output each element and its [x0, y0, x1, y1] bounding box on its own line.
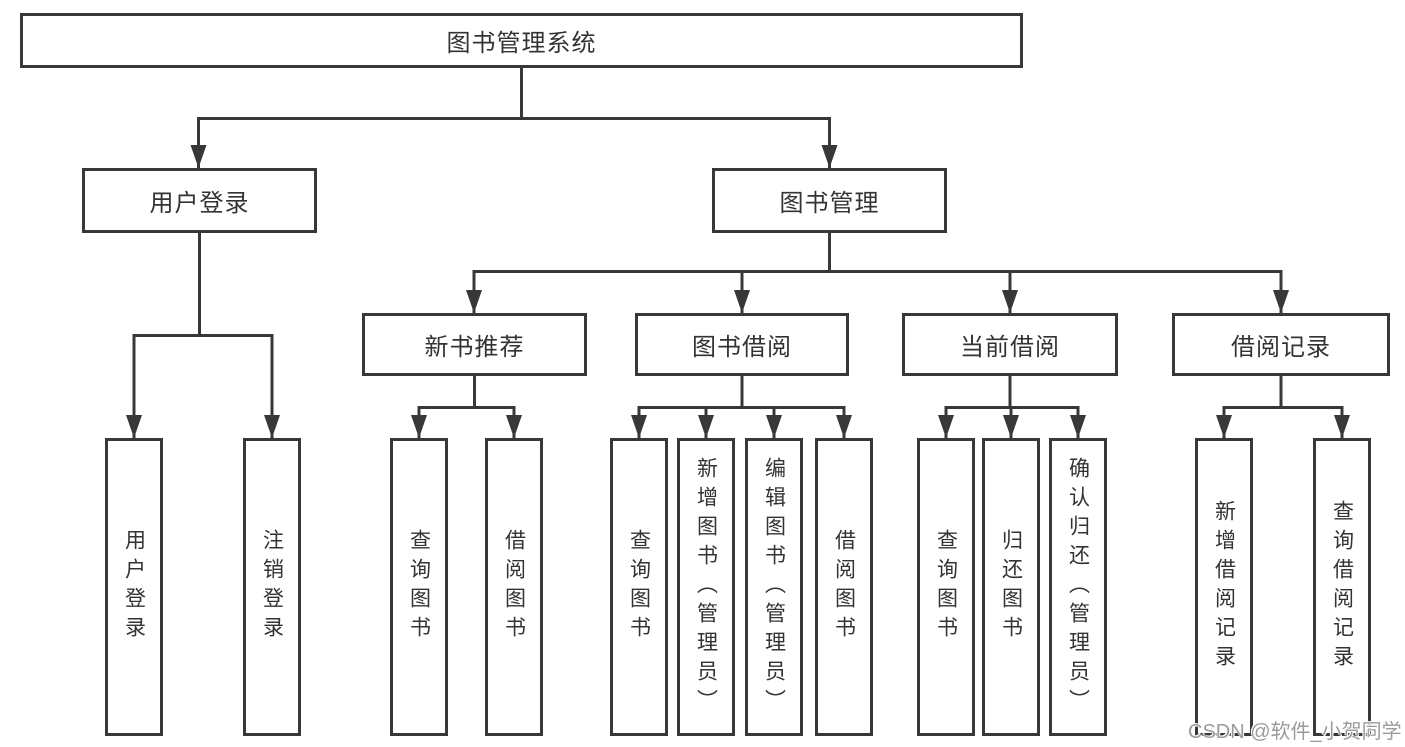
arrow-icon: [734, 290, 750, 313]
arrow-icon: [264, 415, 280, 438]
connector-book-mgmt-to-level3: [472, 233, 1283, 313]
arrow-icon: [190, 145, 207, 168]
connector-borrow-record-to-leaves: [1222, 376, 1344, 438]
arrow-icon: [821, 145, 838, 168]
arrow-icon: [698, 415, 714, 438]
leaf-newrec-query-book-label: 查询图书: [407, 529, 431, 645]
leaf-user-login: 用户登录: [105, 438, 163, 736]
leaf-current-return-book: 归还图书: [982, 438, 1040, 736]
node-new-book-recommend: 新书推荐: [362, 313, 587, 376]
leaf-record-query-record-label: 查询借阅记录: [1330, 500, 1354, 674]
node-borrowing-records-label: 借阅记录: [1231, 334, 1331, 361]
node-borrowing-records: 借阅记录: [1172, 313, 1390, 376]
arrow-icon: [1070, 415, 1086, 438]
node-root: 图书管理系统: [20, 13, 1023, 68]
node-user-login: 用户登录: [82, 168, 317, 233]
leaf-newrec-borrow-book-label: 借阅图书: [502, 529, 526, 645]
arrow-icon: [466, 290, 482, 313]
leaf-borrow-borrow-book: 借阅图书: [815, 438, 873, 736]
connector-current-borrow-to-leaves: [944, 376, 1080, 438]
node-book-borrowing: 图书借阅: [635, 313, 849, 376]
arrow-icon: [631, 415, 647, 438]
leaf-record-add-record-label: 新增借阅记录: [1212, 500, 1236, 674]
leaf-logout: 注销登录: [243, 438, 301, 736]
leaf-borrow-add-book-admin: 新增图书（管理员）: [677, 438, 735, 736]
leaf-borrow-query-book: 查询图书: [610, 438, 668, 736]
leaf-newrec-borrow-book: 借阅图书: [485, 438, 543, 736]
leaf-newrec-query-book: 查询图书: [390, 438, 448, 736]
node-root-label: 图书管理系统: [446, 30, 597, 57]
leaf-borrow-edit-book-admin: 编辑图书（管理员）: [745, 438, 803, 736]
leaf-current-confirm-return-admin: 确认归还（管理员）: [1049, 438, 1107, 736]
node-book-management: 图书管理: [712, 168, 947, 233]
connector-new-book-rec-to-leaves: [417, 376, 516, 438]
node-current-borrowing: 当前借阅: [902, 313, 1118, 376]
leaf-borrow-borrow-book-label: 借阅图书: [832, 529, 856, 645]
arrow-icon: [1273, 290, 1289, 313]
arrow-icon: [126, 415, 142, 438]
connector-user-login-to-leaves: [132, 233, 274, 438]
watermark-csdn: CSDN @软件_小贺同学: [1188, 721, 1402, 743]
node-new-book-recommend-label: 新书推荐: [424, 334, 525, 361]
arrow-icon: [1216, 415, 1232, 438]
arrow-icon: [506, 415, 522, 438]
arrow-icon: [1334, 415, 1350, 438]
connector-root-to-level2: [197, 68, 831, 168]
leaf-current-confirm-return-admin-label: 确认归还（管理员）: [1066, 456, 1090, 718]
leaf-borrow-add-book-admin-label: 新增图书（管理员）: [694, 456, 718, 718]
leaf-user-login-label: 用户登录: [122, 529, 146, 645]
leaf-logout-label: 注销登录: [260, 529, 284, 645]
leaf-current-query-book-label: 查询图书: [934, 529, 958, 645]
leaf-borrow-edit-book-admin-label: 编辑图书（管理员）: [762, 456, 786, 718]
leaf-current-query-book: 查询图书: [917, 438, 975, 736]
arrow-icon: [411, 415, 427, 438]
node-current-borrowing-label: 当前借阅: [960, 334, 1060, 361]
leaf-record-query-record: 查询借阅记录: [1313, 438, 1371, 736]
connector-book-borrow-to-leaves: [637, 376, 846, 438]
arrow-icon: [938, 415, 954, 438]
node-book-management-label: 图书管理: [779, 190, 880, 217]
leaf-borrow-query-book-label: 查询图书: [627, 529, 651, 645]
arrow-icon: [766, 415, 782, 438]
arrow-icon: [836, 415, 852, 438]
node-user-login-label: 用户登录: [149, 190, 250, 217]
arrow-icon: [1003, 415, 1019, 438]
leaf-record-add-record: 新增借阅记录: [1195, 438, 1253, 736]
leaf-current-return-book-label: 归还图书: [999, 529, 1023, 645]
node-book-borrowing-label: 图书借阅: [692, 334, 792, 361]
arrow-icon: [1002, 290, 1018, 313]
